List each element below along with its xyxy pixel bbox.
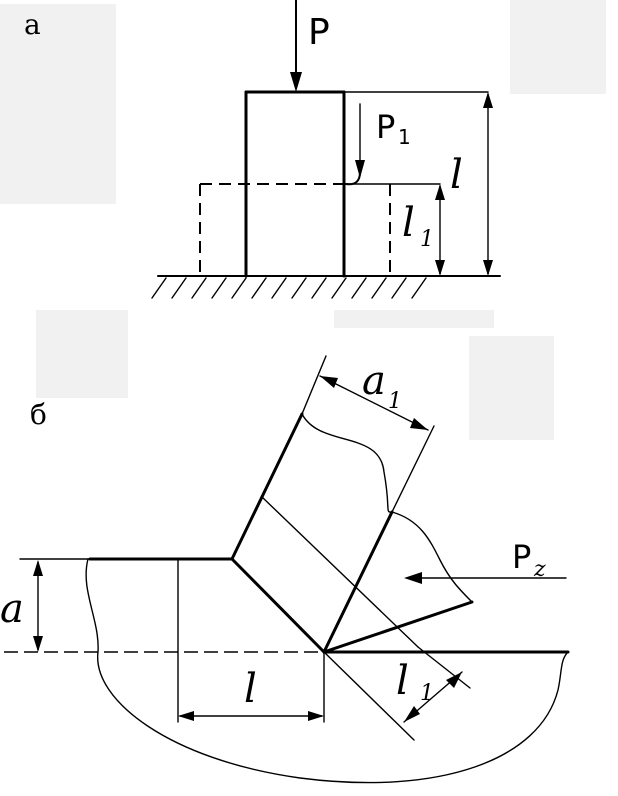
force-p1-label: P [376,108,395,146]
workpiece [4,557,570,784]
panel-b-letter: б [30,398,47,431]
force-p-label: P [308,12,330,53]
chip [230,412,419,654]
cutting-tool [322,511,474,654]
dimension-l1 [435,184,445,276]
dimension-a [19,558,91,652]
force-p1-subscript: 1 [398,125,411,149]
force-pz-label: P [512,538,531,576]
dimension-l [483,92,493,276]
dimension-l1-label: l [402,200,415,246]
dimension-a1-label: a [362,358,386,404]
dimension-l1-inclined-label: l [396,658,409,704]
dimension-a1-subscript: 1 [388,389,402,414]
panel-a-letter: а [24,8,41,41]
dimension-l-label: l [450,152,463,198]
force-pz-arrow [404,572,567,584]
background-patches [0,0,606,440]
dimension-l-horizontal-label: l [244,666,257,712]
force-p1-arrow [345,103,365,186]
dimension-a1 [301,355,435,513]
dimension-l1-inclined [323,646,471,741]
dimension-l-horizontal [177,558,325,723]
panel-a: а [24,0,501,299]
dimension-a-label: a [0,586,24,632]
ground-hatching [151,275,501,299]
block-deformed [199,183,441,276]
dimension-l1-subscript: 1 [420,227,434,252]
force-p-arrow [290,0,302,92]
dimension-l1-inclined-subscript: 1 [420,681,434,706]
force-pz-subscript: z [533,557,546,582]
panel-b: б a 1 [0,355,570,784]
